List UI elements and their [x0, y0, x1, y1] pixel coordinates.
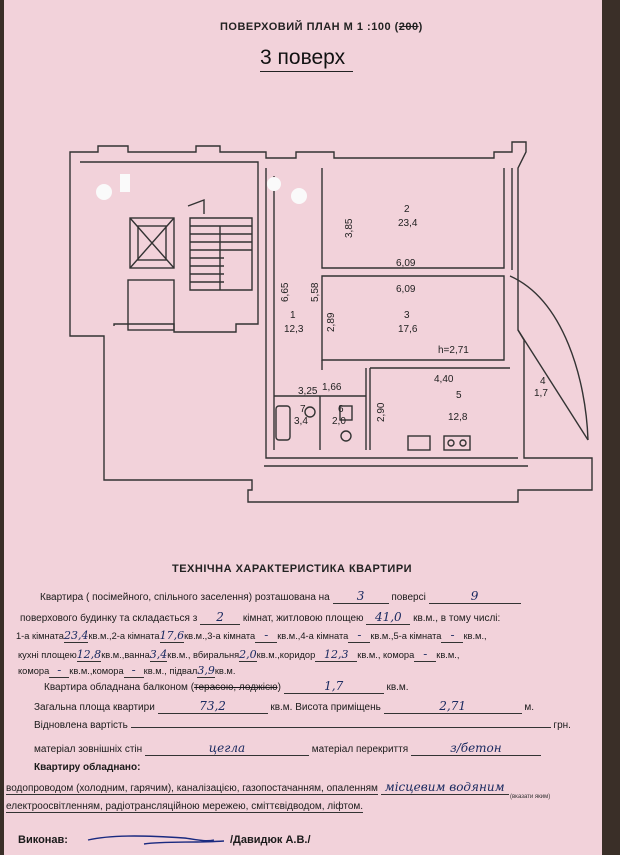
room-1-id: 1 — [290, 310, 296, 321]
wall-material: цегла — [144, 741, 309, 756]
room-3-id: 3 — [404, 310, 410, 321]
total-area: 73,2 — [157, 699, 268, 714]
room-6-area: 2,0 — [332, 416, 346, 427]
heating-hint: (вказати яким) — [510, 794, 551, 800]
heating-type: місцевим водяним — [380, 780, 509, 795]
dim-558: 5,58 — [310, 282, 321, 302]
total-floors: 9 — [428, 589, 521, 604]
form-line-8: Відновлена вартість грн. — [34, 720, 571, 731]
floor-plan: 2 23,4 3 17,6 1 12,3 4 1,7 5 12,8 6 2,0 … — [69, 141, 593, 503]
form-line-4: кухні площею12,8кв.м.,ванна3,4кв.м., вби… — [18, 647, 460, 662]
form-line-7: Загальна площа квартири 73,2 кв.м. Висот… — [34, 699, 535, 714]
dim-289: 2,89 — [326, 312, 337, 332]
form-line-6: Квартира обладнана балконом (терасою, ло… — [44, 679, 409, 694]
dim-609-top: 6,09 — [396, 258, 416, 269]
plan-title: ПОВЕРХОВИЙ ПЛАН М 1 :100 (200) — [220, 21, 423, 33]
form-line-12: електроосвітленням, радіотрансляційною м… — [6, 801, 364, 813]
dim-290: 2,90 — [376, 402, 387, 422]
form-title: ТЕХНІЧНА ХАРАКТЕРИСТИКА КВАРТИРИ — [172, 563, 413, 575]
room-7-id: 7 — [300, 404, 306, 415]
dim-609-mid: 6,09 — [396, 284, 416, 295]
room-3-area: 17,6 — [398, 324, 418, 335]
form-line-10: Квартиру обладнано: — [34, 762, 141, 773]
room-1-area: 12,3 — [284, 324, 304, 335]
room-5-area: 12,8 — [448, 412, 468, 423]
dim-665: 6,65 — [280, 282, 291, 302]
living-area: 41,0 — [366, 610, 411, 625]
form-line-5: комора-кв.м.,комора-кв.м., підвал3,9кв.м… — [18, 663, 236, 678]
room-7-area: 3,4 — [294, 416, 308, 427]
ceiling-height: 2,71 — [383, 699, 522, 714]
dim-440: 4,40 — [434, 374, 454, 385]
rooms-count: 2 — [200, 610, 241, 625]
form-line-3: 1-а кімната23,4кв.м.,2-а кімната17,6кв.м… — [16, 628, 487, 643]
floor-material: з/бетон — [410, 741, 541, 756]
form-line-11: водопроводом (холодним, гарячим), каналі… — [6, 780, 509, 795]
room-2-area: 23,4 — [398, 218, 418, 229]
dim-166: 1,66 — [322, 382, 342, 393]
room-4-id: 4 — [540, 376, 546, 387]
form-line-2: поверхового будинку та складається з 2 к… — [20, 610, 501, 625]
balcony-area: 1,7 — [283, 679, 384, 694]
performed-by-label: Виконав: — [18, 834, 68, 846]
dim-325: 3,25 — [298, 386, 318, 397]
floor-label: 3 поверх — [260, 46, 354, 72]
room-2-id: 2 — [404, 204, 410, 215]
dim-385: 3,85 — [344, 218, 355, 238]
room-4-area: 1,7 — [534, 388, 548, 399]
document-sheet: ПОВЕРХОВИЙ ПЛАН М 1 :100 (200) 3 поверх — [4, 0, 602, 855]
form-line-1: Квартира ( посімейного, спільного заселе… — [40, 589, 521, 604]
signature-mark — [87, 835, 225, 845]
room-5-id: 5 — [456, 390, 462, 401]
performer-name: /Давидюк А.В./ — [230, 834, 311, 846]
height-label: h=2,71 — [438, 345, 469, 356]
form-line-9: матеріал зовнішніх стін цегла матеріал п… — [34, 741, 541, 756]
floor-number: 3 — [332, 589, 389, 604]
room-6-id: 6 — [338, 404, 344, 415]
